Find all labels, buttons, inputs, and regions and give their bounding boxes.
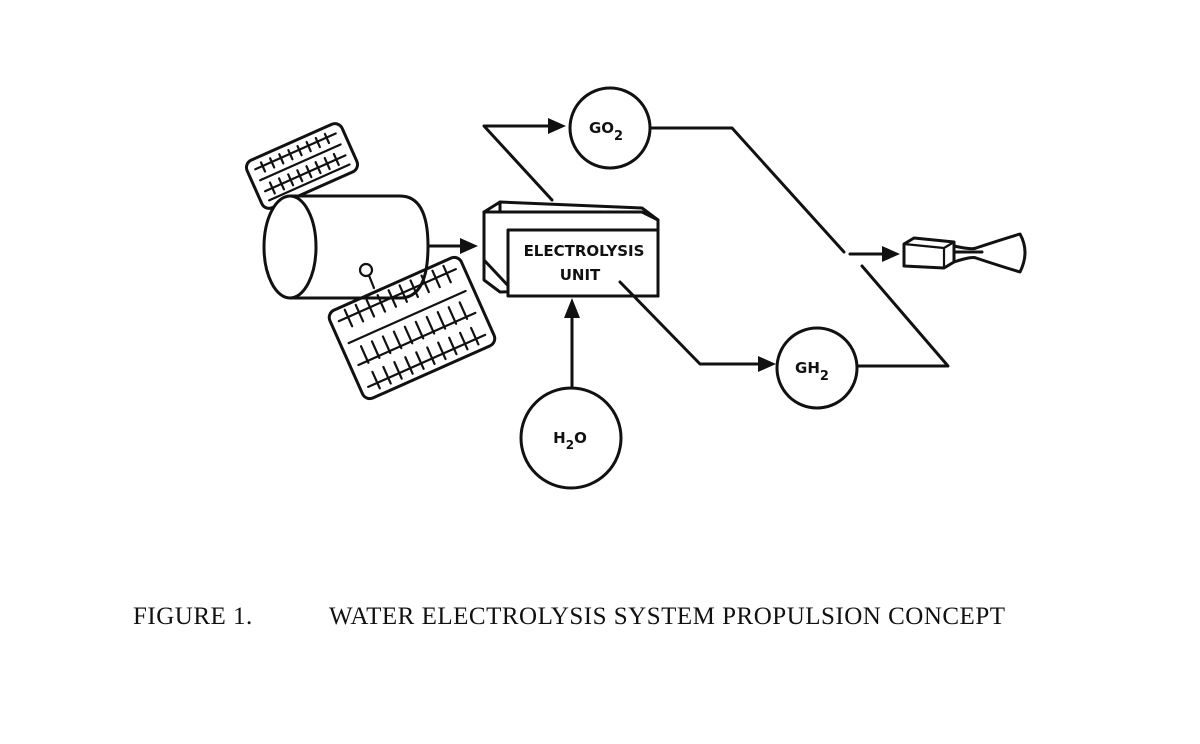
arrow-to-thruster bbox=[848, 246, 900, 262]
hydrogen-line bbox=[618, 264, 950, 372]
go2-label: GO2 bbox=[589, 119, 623, 144]
thruster-nozzle bbox=[902, 232, 1027, 274]
figure-number: FIGURE 1. bbox=[133, 603, 253, 630]
go2-node: GO2 bbox=[568, 86, 652, 170]
gh2-label: GH2 bbox=[795, 359, 829, 384]
gh2-node: GH2 bbox=[775, 326, 859, 410]
electrolysis-unit-box: ELECTROLYSIS UNIT bbox=[482, 200, 660, 298]
h2o-label: H2O bbox=[553, 429, 587, 452]
solar-panel-lower bbox=[327, 255, 497, 401]
water-supply: H2O bbox=[519, 298, 623, 490]
figure-caption: FIGURE 1. WATER ELECTROLYSIS SYSTEM PROPU… bbox=[133, 603, 1006, 631]
unit-label-line1: ELECTROLYSIS bbox=[524, 242, 645, 260]
solar-panel-upper bbox=[244, 122, 360, 210]
oxygen-line bbox=[482, 118, 846, 254]
figure-title: WATER ELECTROLYSIS SYSTEM PROPULSION CON… bbox=[329, 603, 1006, 630]
unit-label-line2: UNIT bbox=[560, 266, 601, 284]
arrow-tank-to-unit bbox=[426, 238, 478, 254]
spacecraft-tank bbox=[262, 194, 430, 300]
